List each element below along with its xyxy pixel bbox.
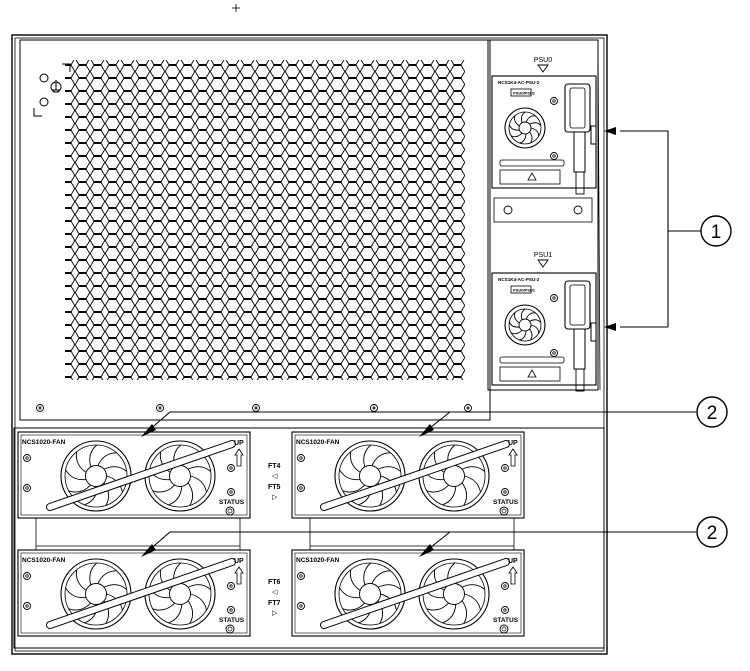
callout-2-top: 2 xyxy=(696,396,728,428)
fan-tray-model-label: NCS1020-FAN xyxy=(296,439,340,446)
panel-screws xyxy=(36,404,472,412)
fan-tray-status-label: STATUS xyxy=(219,499,245,506)
arrow-up-icon xyxy=(234,448,244,467)
callout-2-top-number: 2 xyxy=(707,403,718,424)
psu-tag-label: PSU0/PSU1 xyxy=(513,288,536,293)
fan-tray-status-label: STATUS xyxy=(219,617,245,624)
fan-guard-bar xyxy=(320,440,510,511)
fan-tray-status-label: STATUS xyxy=(493,499,519,506)
screw xyxy=(297,572,305,580)
psu-slot-label: PSU0 xyxy=(534,57,552,64)
fan-icon xyxy=(60,440,132,512)
callout-leaders xyxy=(141,127,701,557)
fan-tray-model-label: NCS1020-FAN xyxy=(22,439,66,446)
chassis-outline xyxy=(11,34,608,655)
callout-2-bottom-number: 2 xyxy=(707,523,718,544)
fan-tray-up-label: UP xyxy=(508,558,518,565)
fan-bay-frame xyxy=(13,427,605,649)
arrow-up-icon xyxy=(508,566,518,585)
vent-panel xyxy=(19,39,491,421)
psu-model-label: NCS1K4-AC-PSU-2 xyxy=(498,80,540,85)
psu-model-label: NCS1K4-AC-PSU-2 xyxy=(498,277,540,282)
fan-icon xyxy=(60,558,132,630)
warning-icon xyxy=(527,369,537,378)
ground-symbol-icon xyxy=(33,63,71,117)
screw xyxy=(23,602,31,610)
fan-guard-bar xyxy=(46,558,236,629)
fan-tray-up-label: UP xyxy=(234,558,244,565)
psu-slot-label: PSU1 xyxy=(534,252,552,259)
screw xyxy=(227,464,235,472)
fan-guard-bar xyxy=(320,558,510,629)
screw xyxy=(501,488,509,496)
arrow-left-icon: ◁ xyxy=(272,589,278,596)
psu-handle xyxy=(564,83,597,195)
screw xyxy=(501,582,509,590)
callout-1: 1 xyxy=(700,215,732,247)
arrow-up-icon xyxy=(508,448,518,467)
screw xyxy=(23,454,31,462)
screw xyxy=(227,582,235,590)
arrow-left-icon: ◁ xyxy=(272,473,278,480)
screw xyxy=(550,152,558,160)
fan-tray-0: NCS1020-FAN UP STATUS xyxy=(17,431,251,519)
screw xyxy=(23,572,31,580)
psu-triangle-icon xyxy=(537,259,549,268)
fan-icon xyxy=(334,558,406,630)
status-led-icon xyxy=(225,624,235,634)
fan-slot-ft6-label: FT6 xyxy=(268,579,281,586)
fan-slot-ft5-label: FT5 xyxy=(268,484,281,491)
fan-slot-labels-top: FT4 ◁ FT5 ▷ xyxy=(268,463,281,501)
arrow-right-icon: ▷ xyxy=(272,494,278,501)
tray-connectors xyxy=(35,518,515,550)
screw xyxy=(550,294,558,302)
fan-tray-3: NCS1020-FAN UP STATUS xyxy=(291,549,525,637)
status-led-icon xyxy=(499,506,509,516)
arrow-up-icon xyxy=(234,566,244,585)
screw xyxy=(501,464,509,472)
arrow-right-icon: ▷ xyxy=(272,610,278,617)
screw xyxy=(297,454,305,462)
fan-slot-ft7-label: FT7 xyxy=(268,600,281,607)
screw xyxy=(227,606,235,614)
psu-bay xyxy=(487,39,601,391)
fan-slot-labels-bottom: FT6 ◁ FT7 ▷ xyxy=(268,579,281,617)
fan-tray-2: NCS1020-FAN UP STATUS xyxy=(17,549,251,637)
fan-icon xyxy=(504,107,546,149)
fan-tray-status-label: STATUS xyxy=(493,617,519,624)
psu-handle xyxy=(564,280,597,392)
screw xyxy=(550,349,558,357)
fan-slot-ft4-label: FT4 xyxy=(268,463,281,470)
callout-2-bottom: 2 xyxy=(696,516,728,548)
fan-tray-model-label: NCS1020-FAN xyxy=(22,557,66,564)
screw xyxy=(23,484,31,492)
screw xyxy=(297,602,305,610)
fan-tray-1: NCS1020-FAN UP STATUS xyxy=(291,431,525,519)
psu-triangle-icon xyxy=(537,64,549,73)
fan-guard-bar xyxy=(46,440,236,511)
psu-warning-label xyxy=(499,366,561,382)
screw xyxy=(501,606,509,614)
psu-tag-label: PSU0/PSU1 xyxy=(513,91,536,96)
callout-1-number: 1 xyxy=(711,222,722,243)
registration-mark xyxy=(232,4,240,12)
screw xyxy=(550,97,558,105)
fan-tray-up-label: UP xyxy=(508,440,518,447)
fan-tray-up-label: UP xyxy=(234,440,244,447)
status-led-icon xyxy=(225,506,235,516)
warning-icon xyxy=(527,172,537,181)
status-led-icon xyxy=(499,624,509,634)
fan-icon xyxy=(504,304,546,346)
screw xyxy=(297,484,305,492)
psu-warning-label xyxy=(499,169,561,185)
screw xyxy=(227,488,235,496)
fan-tray-model-label: NCS1020-FAN xyxy=(296,557,340,564)
